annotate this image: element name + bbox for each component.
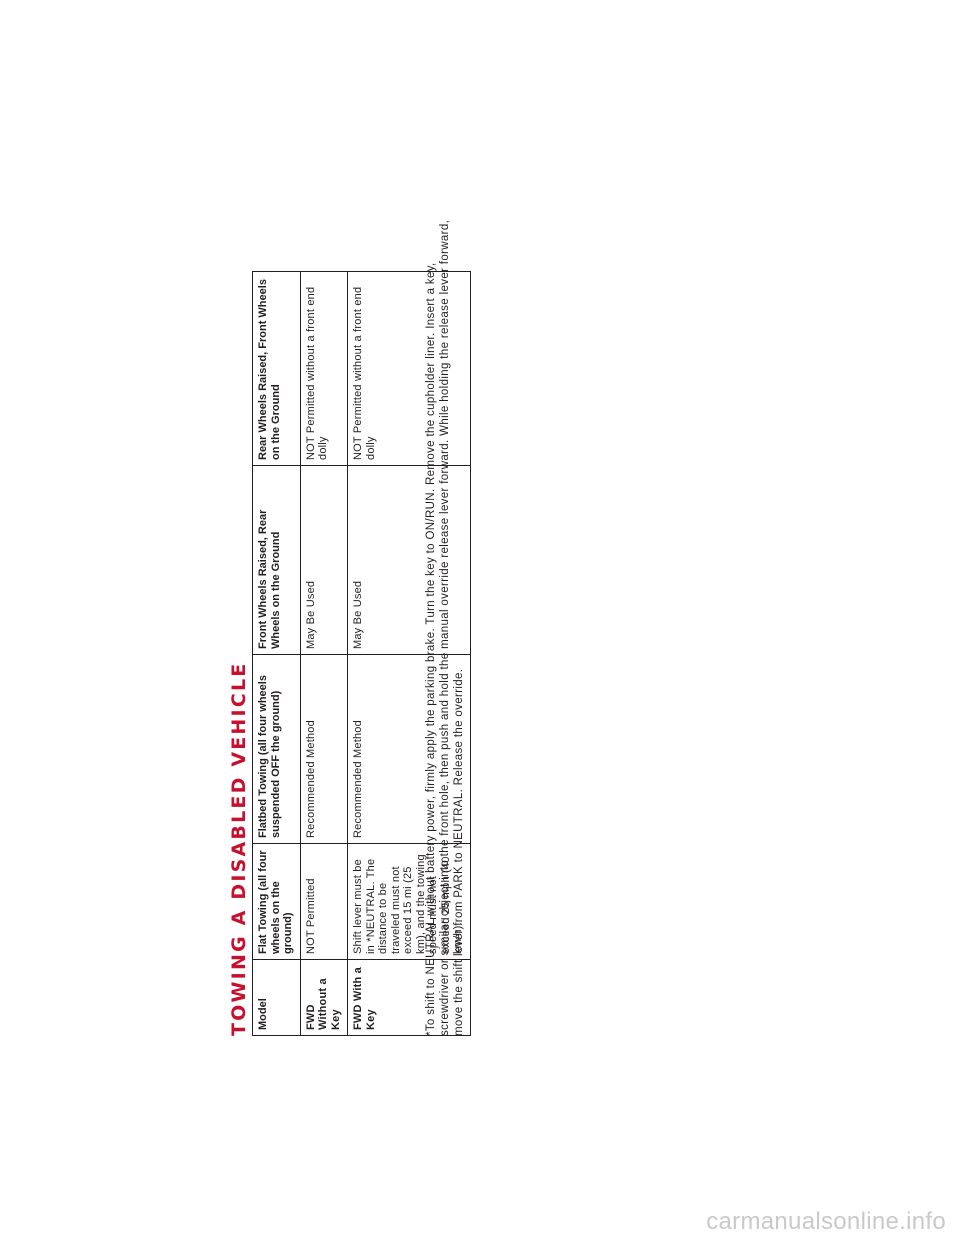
header-rear-wheels-raised: Rear Wheels Raised, Front Wheels on the … xyxy=(252,271,300,466)
header-flatbed-towing: Flatbed Towing (all four wheels suspende… xyxy=(252,654,300,844)
header-front-wheels-raised: Front Wheels Raised, Rear Wheels on the … xyxy=(252,465,300,655)
table-cell: May Be Used xyxy=(300,465,348,655)
rotated-page-content: TOWING A DISABLED VEHICLE Model Flat Tow… xyxy=(228,216,473,1036)
table-cell: NOT Permitted xyxy=(300,843,348,960)
page-title: TOWING A DISABLED VEHICLE xyxy=(228,661,250,1036)
watermark: carmanualsonline.info xyxy=(706,1208,946,1235)
table-row: FWD Without a Key NOT Permitted Recommen… xyxy=(300,271,348,1036)
header-model: Model xyxy=(252,959,300,1036)
header-flat-towing: Flat Towing (all four wheels on the grou… xyxy=(252,843,300,960)
table-header-row: Model Flat Towing (all four wheels on th… xyxy=(252,271,300,1036)
table-cell: NOT Permitted without a front end dolly xyxy=(300,271,348,466)
row-model-label: FWD Without a Key xyxy=(300,959,348,1036)
table-cell: Recommended Method xyxy=(300,654,348,844)
footnote: *To shift to NEUTRAL without battery pow… xyxy=(425,219,465,1036)
